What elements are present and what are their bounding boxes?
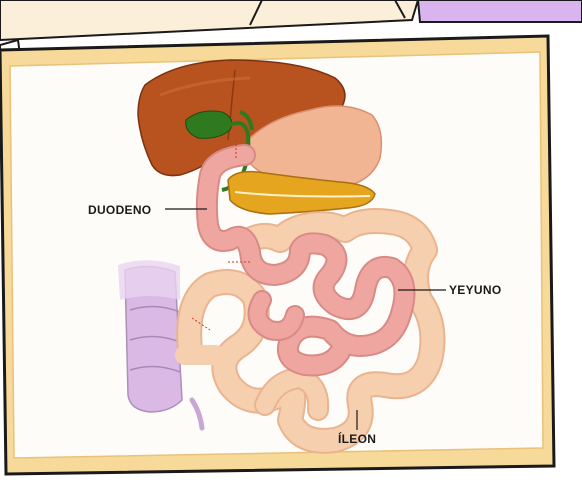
yeyuno-label: YEYUNO <box>449 283 501 297</box>
duodeno-label: DUODENO <box>88 203 151 217</box>
ileon-label: ÍLEON <box>338 432 376 446</box>
purple-corner-panel <box>418 0 582 22</box>
